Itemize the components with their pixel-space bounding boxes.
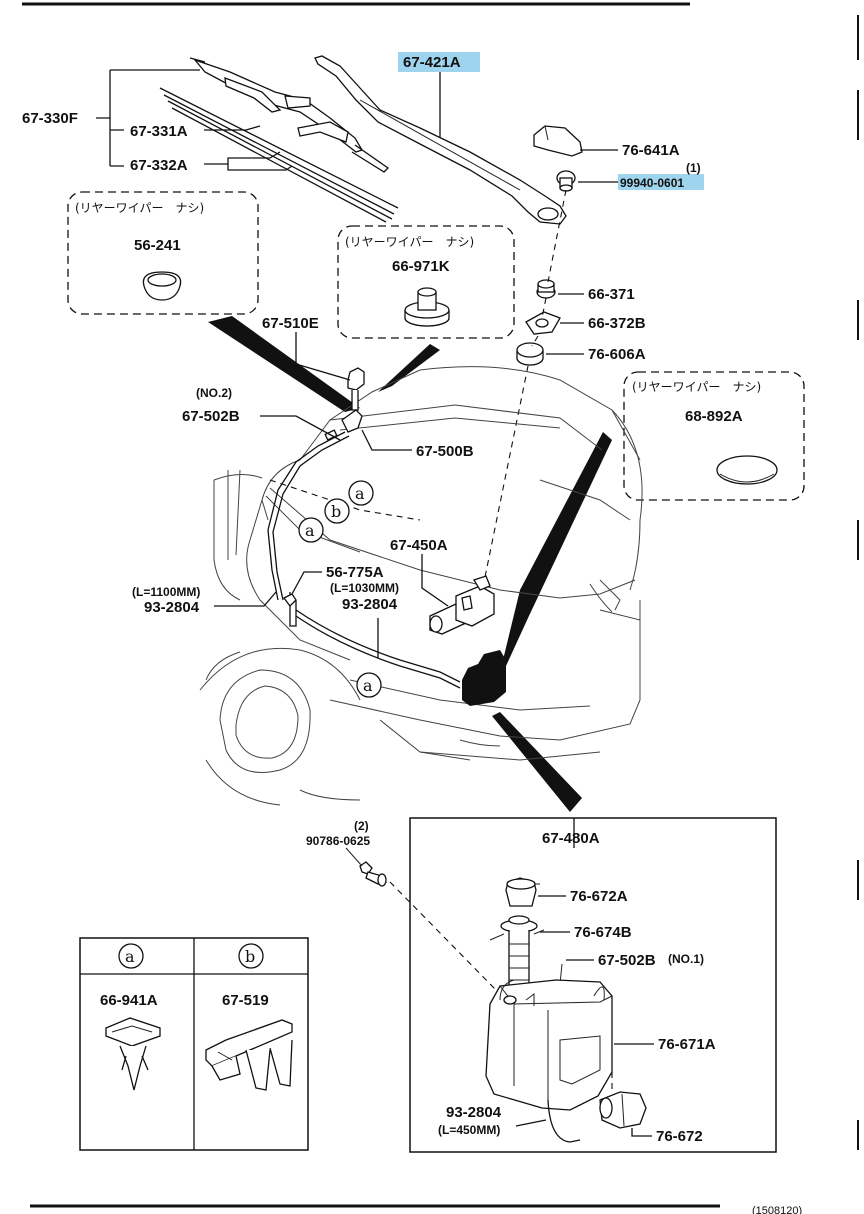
- wiper-arm: [314, 55, 567, 225]
- leader-lines: [96, 69, 654, 1137]
- clip-66-941A: [105, 1017, 161, 1091]
- label-qty-2: (2): [354, 819, 369, 833]
- callout-a-3: a: [356, 672, 382, 698]
- washer-nozzle: [324, 367, 365, 441]
- highlight-99940-0601: [618, 174, 704, 190]
- clip-67-519: [205, 1019, 293, 1091]
- label-99940-0601: 99940-0601: [620, 176, 684, 190]
- washer-hose-routing: [267, 431, 461, 689]
- label-67-519: 67-519: [222, 992, 269, 1009]
- tank-cap: [505, 877, 540, 907]
- nut-top: [556, 170, 576, 192]
- bushing-76-606A: [516, 342, 544, 366]
- rear-wiper-none-text-1: (リヤーワイパー ナシ): [75, 201, 204, 215]
- label-93-2804-b: 93-2804: [342, 596, 398, 613]
- label-66-971K: 66-971K: [392, 258, 450, 275]
- callout-b-1-text: b: [331, 502, 341, 521]
- leader-bolt: [345, 847, 363, 867]
- washer-tank-silhouette: [462, 650, 506, 706]
- callout-a-3-text: a: [363, 676, 373, 695]
- label-no1: (NO.1): [668, 952, 704, 966]
- reservoir-tank: [485, 979, 613, 1111]
- grommet-56-241: [142, 271, 182, 301]
- rear-wiper-none-text-2: (リヤーワイパー ナシ): [345, 235, 474, 249]
- highlight-67-421A: [398, 52, 480, 72]
- label-76-671A: 76-671A: [658, 1036, 716, 1053]
- label-67-500B: 67-500B: [416, 443, 474, 460]
- label-len-1100: (L=1100MM): [132, 585, 200, 599]
- label-93-2804-c: 93-2804: [446, 1104, 502, 1121]
- label-56-775A: 56-775A: [326, 564, 384, 581]
- washer-pump: [599, 1091, 647, 1129]
- label-67-421A: 67-421A: [403, 54, 461, 71]
- label-len-450: (L=450MM): [438, 1123, 500, 1137]
- washer-tank-detail: [409, 817, 777, 1153]
- legend-header-a: a: [118, 943, 144, 969]
- tank-strainer: [489, 915, 545, 989]
- label-76-606A: 76-606A: [588, 346, 646, 363]
- car-outline: [199, 366, 643, 806]
- label-no2: (NO.2): [196, 386, 232, 400]
- dash-bolt-to-tank: [389, 881, 497, 991]
- callout-a-1: a: [348, 480, 374, 506]
- legend-header-a-text: a: [125, 947, 135, 966]
- label-67-331A: 67-331A: [130, 123, 188, 140]
- label-76-674B: 76-674B: [574, 924, 632, 941]
- grommet-66-971K: [404, 287, 450, 327]
- rear-wiper-none-text-3: (リヤーワイパー ナシ): [632, 380, 761, 394]
- rear-wiper-none-box-2: (リヤーワイパー ナシ) 66-971K: [337, 225, 515, 339]
- pointer-arrow-1: [208, 316, 360, 412]
- hood-dash-line: [269, 479, 421, 521]
- pointer-arrow-4: [492, 712, 582, 812]
- label-66-371: 66-371: [588, 286, 635, 303]
- callout-b-1: b: [324, 498, 350, 524]
- label-67-502B: 67-502B: [182, 408, 240, 425]
- label-len-1030: (L=1030MM): [330, 581, 399, 595]
- label-76-672A: 76-672A: [570, 888, 628, 905]
- label-68-892A: 68-892A: [685, 408, 743, 425]
- pointer-arrow-2: [378, 344, 440, 392]
- nut-66-371: [536, 279, 556, 299]
- label-76-641A: 76-641A: [622, 142, 680, 159]
- label-93-2804-a: 93-2804: [144, 599, 200, 616]
- cap-68-892A: [716, 455, 778, 485]
- wiper-blade-assembly: [159, 57, 399, 223]
- washer-66-372B: [525, 311, 561, 335]
- callout-a-1-text: a: [355, 484, 365, 503]
- tank-hose: [547, 1099, 581, 1143]
- label-67-330F: 67-330F: [22, 110, 78, 127]
- legend-header-b: b: [238, 943, 264, 969]
- joint-56-775A: [283, 593, 297, 607]
- label-67-332A: 67-332A: [130, 157, 188, 174]
- label-66-372B: 66-372B: [588, 315, 646, 332]
- label-67-450A: 67-450A: [390, 537, 448, 554]
- rear-wiper-none-box-3: (リヤーワイパー ナシ) 68-892A: [623, 371, 805, 501]
- label-67-510E: 67-510E: [262, 315, 319, 332]
- label-66-941A: 66-941A: [100, 992, 158, 1009]
- rear-wiper-none-box-1: (リヤーワイパー ナシ) 56-241: [67, 191, 259, 315]
- arm-cap: [533, 125, 583, 157]
- label-76-672: 76-672: [656, 1128, 703, 1145]
- label-56-241: 56-241: [134, 237, 181, 254]
- bolt-90786-0625: [359, 861, 388, 887]
- label-90786-0625: 90786-0625: [306, 834, 370, 848]
- legend-table: a b 66-941A 67-519: [79, 937, 309, 1151]
- legend-header-b-text: b: [245, 947, 255, 966]
- callout-a-2: a: [298, 517, 324, 543]
- label-qty-1: (1): [686, 161, 701, 175]
- wiper-motor: [429, 575, 495, 635]
- pointer-arrow-3: [502, 432, 612, 666]
- label-67-480A: 67-480A: [542, 830, 600, 847]
- dash-arm-to-motor: [483, 189, 567, 583]
- label-67-502B-no1: 67-502B: [598, 952, 656, 969]
- callout-a-2-text: a: [305, 521, 315, 540]
- footer-code: (1508120): [752, 1205, 802, 1214]
